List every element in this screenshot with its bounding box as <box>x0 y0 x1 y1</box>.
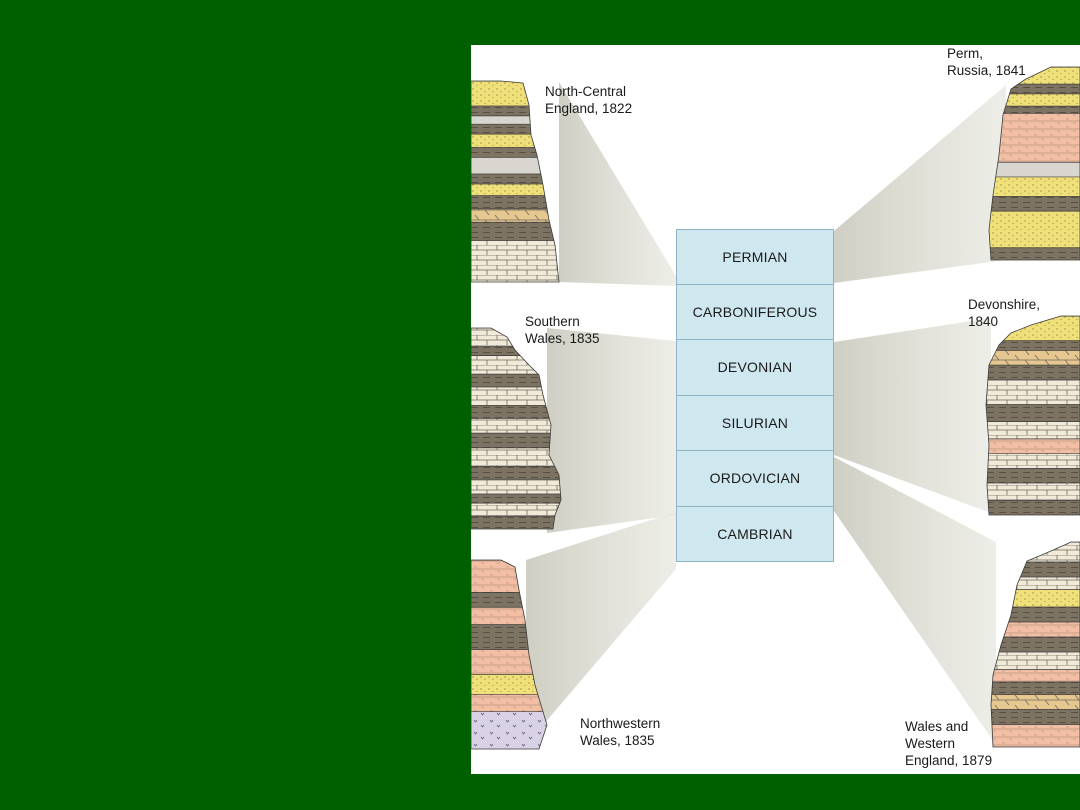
period-devonian: DEVONIAN <box>676 340 834 396</box>
geologic-periods-column: PERMIAN CARBONIFEROUS DEVONIAN SILURIAN … <box>676 229 834 562</box>
beam-northwestern-wales <box>526 512 676 745</box>
period-permian: PERMIAN <box>676 229 834 285</box>
period-silurian: SILURIAN <box>676 396 834 452</box>
period-carboniferous: CARBONIFEROUS <box>676 285 834 341</box>
label-wales-western-england: Wales and Western England, 1879 <box>905 718 992 769</box>
beam-southern-wales <box>547 328 676 533</box>
label-southern-wales: Southern Wales, 1835 <box>525 313 600 347</box>
label-north-central-england: North-Central England, 1822 <box>545 83 632 117</box>
stratigraphy-figure: North-Central England, 1822 Southern Wal… <box>471 45 1080 774</box>
period-ordovician: ORDOVICIAN <box>676 451 834 507</box>
label-northwestern-wales: Northwestern Wales, 1835 <box>580 715 660 749</box>
label-perm-russia: Perm, Russia, 1841 <box>947 45 1026 79</box>
label-devonshire: Devonshire, 1840 <box>968 296 1040 330</box>
period-cambrian: CAMBRIAN <box>676 507 834 563</box>
beam-perm <box>834 85 1006 283</box>
